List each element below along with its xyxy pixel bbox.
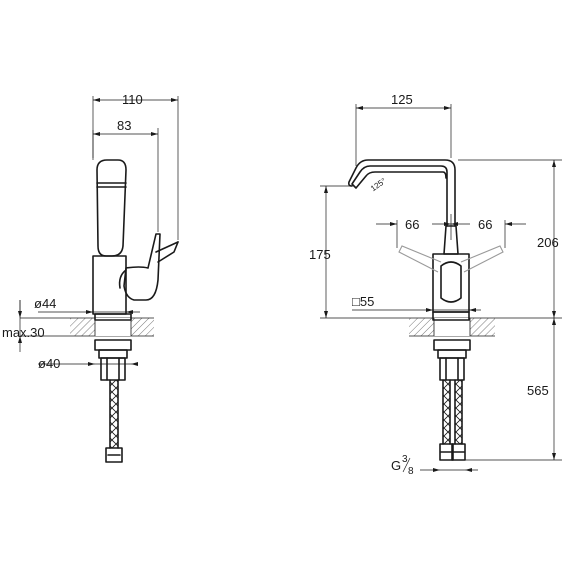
connector-front xyxy=(433,339,471,381)
hoses-front xyxy=(439,379,466,461)
dim-thread: G 3 8 xyxy=(391,454,478,477)
dim-55: □55 xyxy=(352,294,481,312)
front-view: 125° xyxy=(309,92,562,477)
dim-label-125: 125 xyxy=(391,92,413,107)
dim-label-175: 175 xyxy=(309,247,331,262)
dim-110: 110 xyxy=(92,92,179,240)
spout-front: 125° xyxy=(348,159,456,227)
dim-label-206: 206 xyxy=(537,235,559,250)
dim-label-565: 565 xyxy=(527,383,549,398)
angle-label: 125° xyxy=(369,176,388,193)
dim-40: ø40 xyxy=(38,356,138,371)
dim-max30: max.30 xyxy=(2,300,70,352)
side-view: 110 83 ø44 max.30 xyxy=(2,92,179,463)
dim-label-44: ø44 xyxy=(34,296,56,311)
dim-label-55: □55 xyxy=(352,294,374,309)
dim-66-66: 66 66 xyxy=(376,214,526,248)
dim-175: 175 xyxy=(309,185,409,319)
dim-44: ø44 xyxy=(19,296,140,314)
faucet-body-side xyxy=(92,159,179,321)
dim-206: 206 xyxy=(458,159,562,319)
dim-label-40: ø40 xyxy=(38,356,60,371)
faucet-body-front xyxy=(398,225,504,321)
connector-side xyxy=(94,339,132,381)
hose-side xyxy=(105,379,123,463)
thread-numerator: 3 xyxy=(402,454,408,465)
thread-denominator: 8 xyxy=(408,466,414,477)
dim-label-66-right: 66 xyxy=(478,217,492,232)
dim-label-110: 110 xyxy=(122,92,143,107)
thread-prefix: G xyxy=(391,458,401,473)
dim-label-max30: max.30 xyxy=(2,325,45,340)
dim-label-66-left: 66 xyxy=(405,217,419,232)
dim-83: 83 xyxy=(92,118,159,232)
dim-125: 125 xyxy=(355,92,452,166)
dim-565: 565 xyxy=(465,318,562,461)
dim-label-83: 83 xyxy=(117,118,131,133)
